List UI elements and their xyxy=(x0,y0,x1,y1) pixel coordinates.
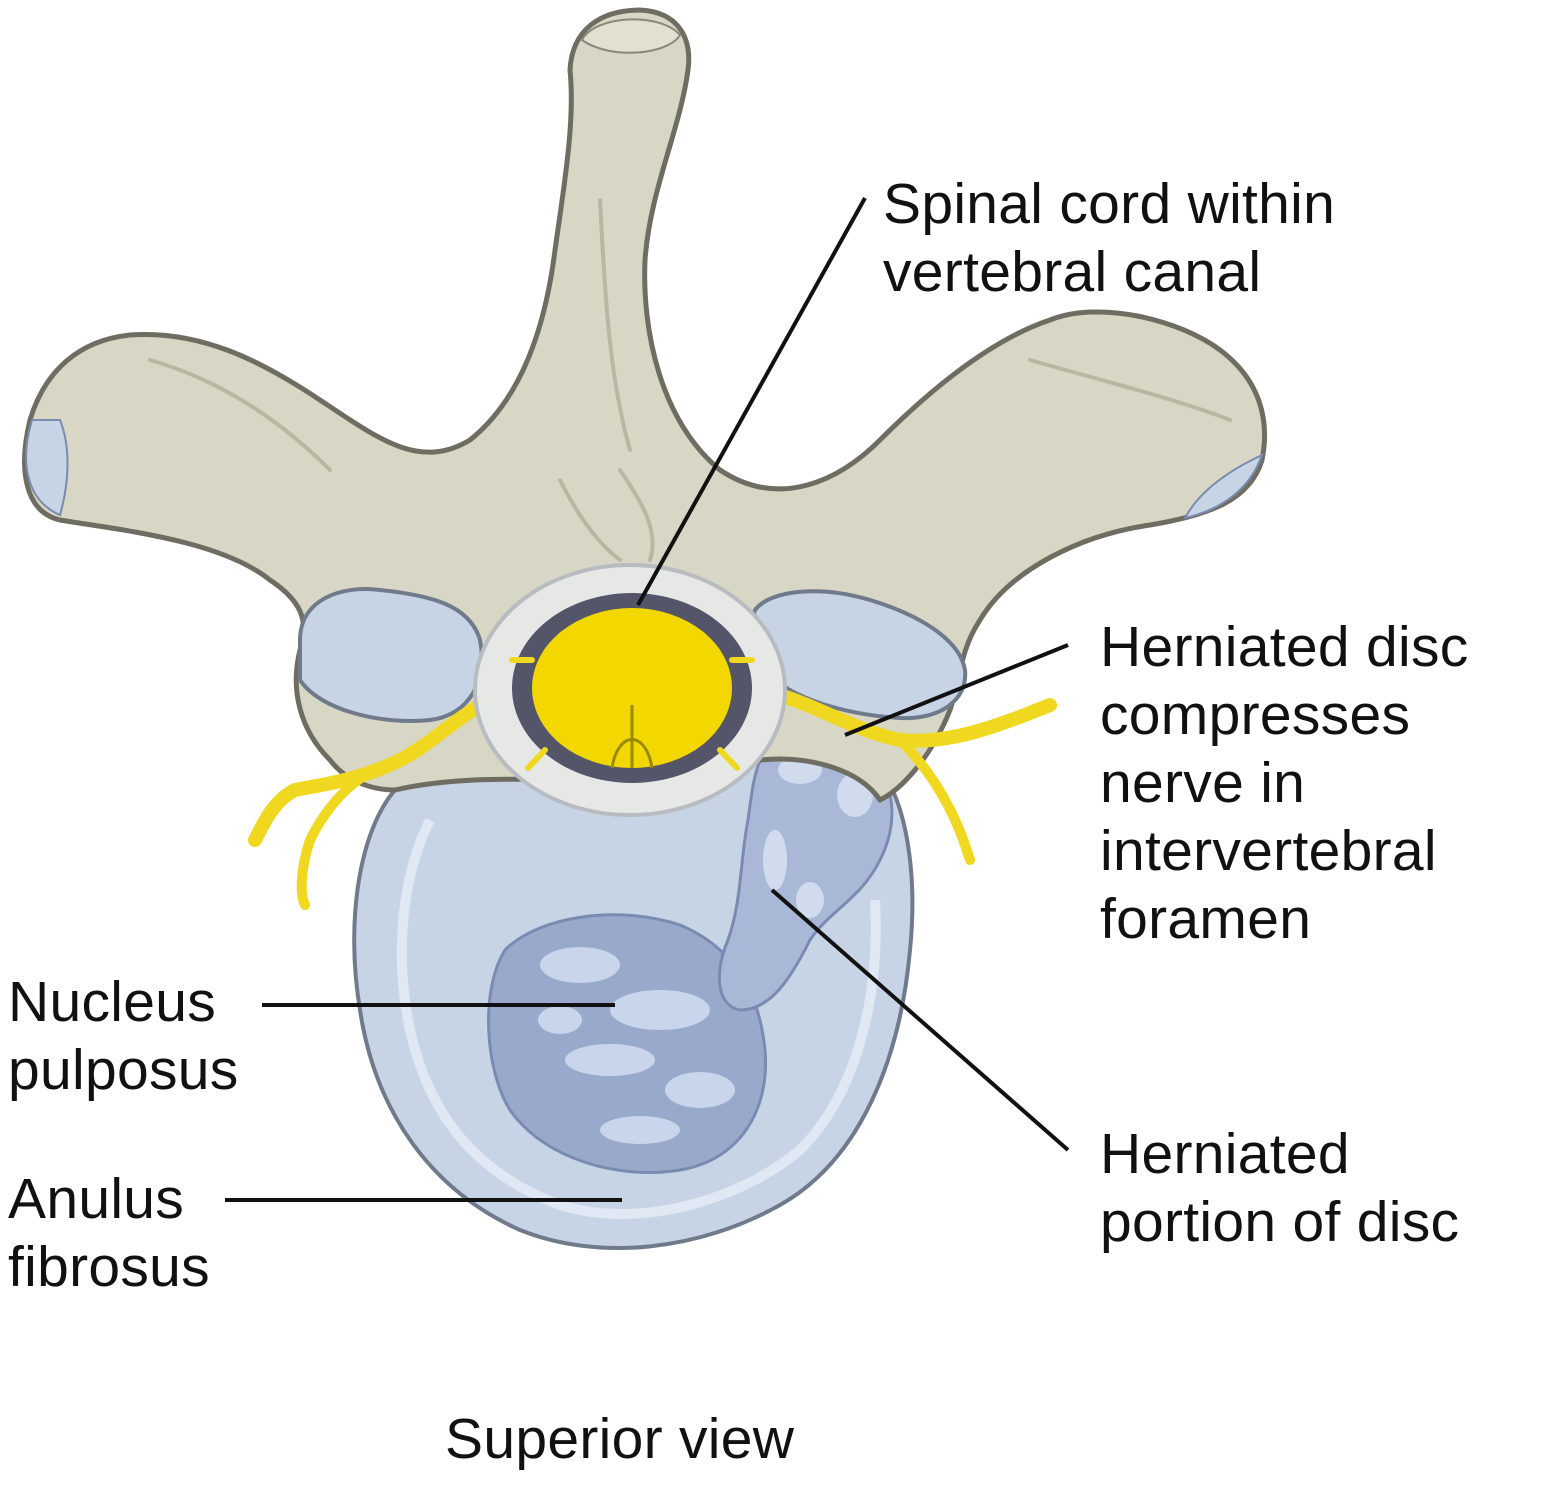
label-anulus-line1: Anulus xyxy=(8,1167,185,1231)
leader-lines xyxy=(225,197,1070,1202)
label-spinal-cord: Spinal cord within vertebral canal xyxy=(883,170,1335,306)
nucleus-highlights xyxy=(538,947,735,1144)
bone-shading xyxy=(148,198,1232,562)
label-herniated-compresses: Herniated disc compresses nerve in inter… xyxy=(1100,613,1469,953)
label-herniated-portion-line2: portion of disc xyxy=(1100,1190,1460,1254)
view-caption: Superior view xyxy=(445,1405,794,1473)
label-nucleus-pulposus: Nucleus pulposus xyxy=(8,968,239,1104)
spinal-cord-fissure-curve xyxy=(610,738,654,769)
left-transverse-tip xyxy=(25,419,69,517)
label-herniated-portion-line1: Herniated xyxy=(1100,1122,1350,1186)
label-nucleus-line2: pulposus xyxy=(8,1038,239,1102)
label-spinal-cord-line2: vertebral canal xyxy=(883,240,1262,304)
left-articular-facet xyxy=(298,587,484,723)
label-anulus-fibrosus: Anulus fibrosus xyxy=(8,1165,210,1301)
leader-spinal-cord xyxy=(636,197,867,606)
label-herniated-compresses-line1: Herniated disc xyxy=(1100,615,1469,679)
right-transverse-tip xyxy=(1183,453,1264,520)
leader-herniated-compresses xyxy=(844,643,1069,737)
nerve-roots xyxy=(509,657,755,771)
view-caption-text: Superior view xyxy=(445,1407,795,1471)
anulus-inner-ring xyxy=(396,817,881,1219)
label-herniated-portion: Herniated portion of disc xyxy=(1100,1120,1459,1256)
label-herniated-compresses-line3: nerve in xyxy=(1100,751,1306,815)
label-nucleus-line1: Nucleus xyxy=(8,970,217,1034)
label-herniated-compresses-line2: compresses xyxy=(1100,683,1411,747)
spinous-tip xyxy=(580,18,682,54)
spinal-cord-shape xyxy=(532,608,732,768)
label-spinal-cord-line1: Spinal cord within xyxy=(883,172,1336,236)
leader-herniated-portion xyxy=(770,888,1070,1152)
label-herniated-compresses-line5: foramen xyxy=(1100,887,1312,951)
label-herniated-compresses-line4: intervertebral xyxy=(1100,819,1437,883)
spinal-nerves xyxy=(248,683,1057,910)
label-anulus-line2: fibrosus xyxy=(8,1235,210,1299)
